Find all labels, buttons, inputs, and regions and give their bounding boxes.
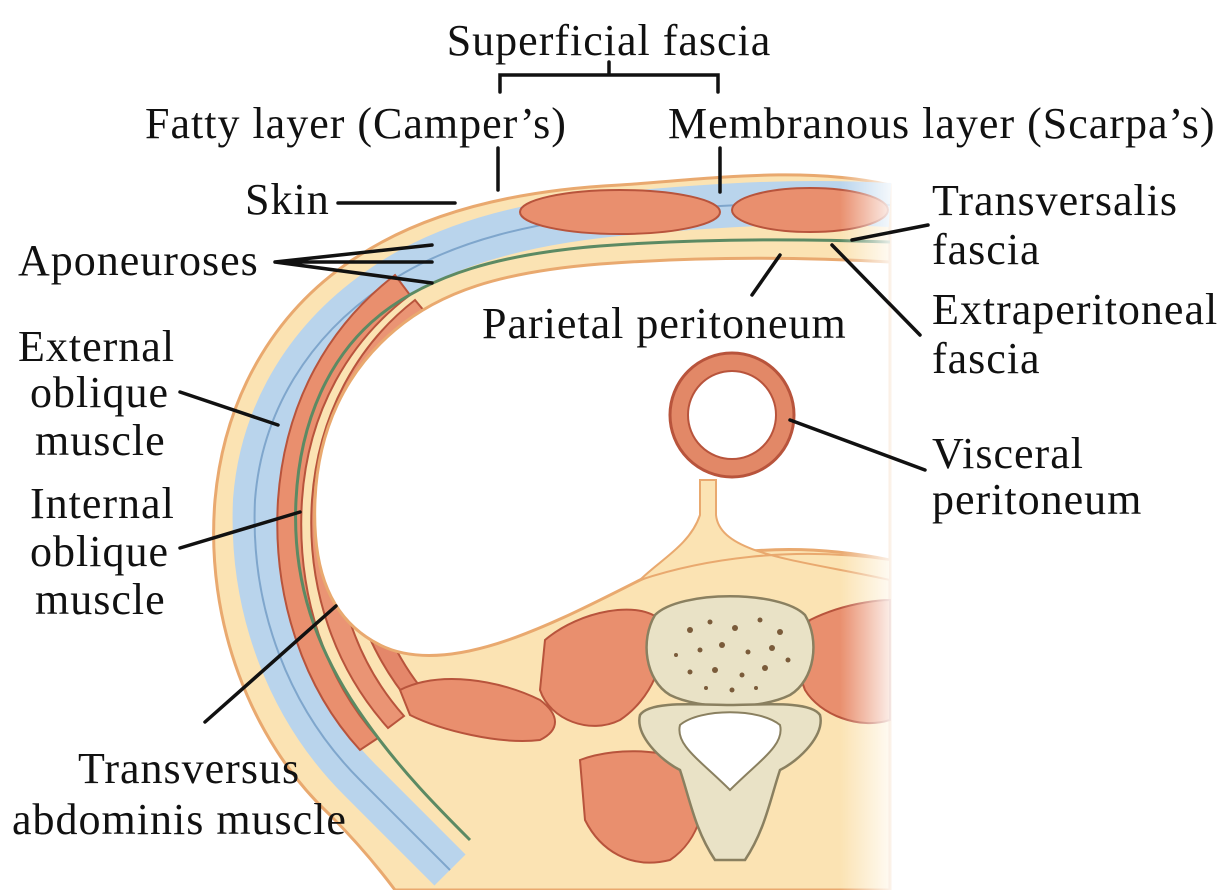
visceral-peritoneum-label-line1: Visceral — [932, 429, 1084, 478]
extraperitoneal-fascia-label-line1: Extraperitoneal — [932, 285, 1218, 334]
extraperitoneal-fascia-label-line2: fascia — [932, 334, 1041, 383]
rectus-muscle-left — [520, 190, 720, 234]
internal-oblique-label-line1: Internal — [30, 479, 175, 528]
internal-oblique-label-line2: oblique — [30, 527, 169, 576]
external-oblique-label-line3: muscle — [35, 416, 166, 465]
internal-oblique-label-line3: muscle — [35, 575, 166, 624]
transversalis-fascia-label-line1: Transversalis — [932, 176, 1178, 225]
transversus-abdominis-label-line1: Transversus — [78, 744, 300, 793]
superficial-fascia-bracket — [500, 62, 718, 92]
skin-label: Skin — [245, 175, 330, 224]
superficial-fascia-label: Superficial fascia — [447, 16, 772, 65]
visceral-peritoneum-label-line2: peritoneum — [932, 475, 1142, 524]
transversalis-fascia-label-line2: fascia — [932, 225, 1041, 274]
parietal-peritoneum-label: Parietal peritoneum — [482, 299, 847, 348]
gut-lumen — [688, 371, 776, 459]
transversus-abdominis-label-line2: abdominis muscle — [12, 795, 347, 844]
membranous-layer-label: Membranous layer (Scarpa’s) — [668, 99, 1215, 148]
fatty-layer-label: Fatty layer (Camper’s) — [145, 99, 567, 148]
aponeuroses-label: Aponeuroses — [18, 236, 259, 285]
external-oblique-label-line2: oblique — [30, 368, 169, 417]
external-oblique-label-line1: External — [18, 322, 175, 371]
